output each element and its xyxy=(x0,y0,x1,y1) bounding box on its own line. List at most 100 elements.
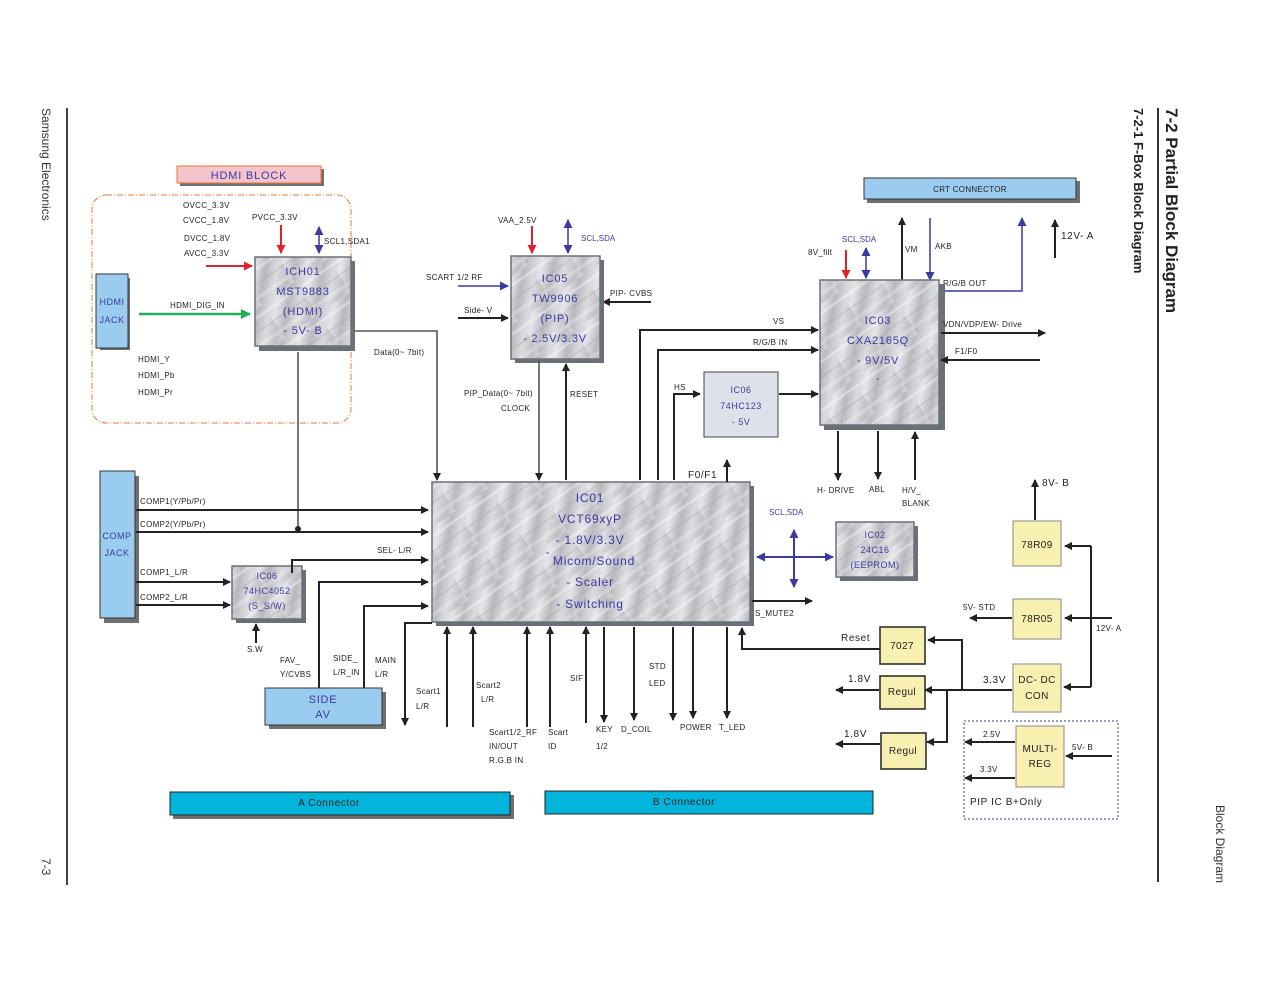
hv-blank-label-1: H/V_ xyxy=(902,486,921,495)
ich01-label-2: MST9883 xyxy=(276,286,329,298)
side-lr-wire xyxy=(363,602,429,688)
vs-label: VS xyxy=(773,317,784,326)
ic06-hs-label-1: IC06 xyxy=(730,385,751,395)
comp1-ypbpr-label: COMP1(Y/Pb/Pr) xyxy=(140,497,206,506)
ic01-dash: - xyxy=(546,545,551,559)
scart-rf-label-2: IN/OUT xyxy=(489,742,518,751)
page-number: 7-3 xyxy=(39,858,53,876)
scart-id-label-1: Scart xyxy=(548,728,569,737)
ic03-label-4: - xyxy=(876,373,880,385)
ic06-74hc4052-chip xyxy=(231,565,303,620)
scart1-label-1: Scart1 xyxy=(416,687,441,696)
hdmi-jack-label-2: JACK xyxy=(99,315,124,325)
8v-filt-label: 8V_filt xyxy=(808,248,833,257)
hdmi-dig-in-label: HDMI_DIG_IN xyxy=(170,301,225,310)
scart1-label-2: L/R xyxy=(416,702,429,711)
hdmi-pb-label: HDMI_Pb xyxy=(138,371,175,380)
ic06-hs-label-3: - 5V xyxy=(732,417,751,427)
ic05-label-4: - 2.5V/3.3V xyxy=(523,333,587,345)
33v-to-regul2 xyxy=(926,690,948,746)
18v-a-label: 1.8V xyxy=(848,674,871,685)
78r05-label: 78R05 xyxy=(1021,614,1053,625)
ic03-bus-label: SCL,SDA xyxy=(842,235,877,244)
reset-to-ic01-wire xyxy=(738,627,882,650)
comp1-lr-label: COMP1_L/R xyxy=(140,568,188,577)
company-name: Samsung Electronics xyxy=(39,108,53,221)
rgb-in-label: R/G/B IN xyxy=(753,338,787,347)
ich01-data-wire xyxy=(355,330,441,481)
dcdc-label-2: CON xyxy=(1025,691,1048,702)
ic05-label-1: IC05 xyxy=(542,273,568,285)
fav-label-2: Y/CVBS xyxy=(280,670,311,679)
pip-note: PIP IC B+Only xyxy=(970,797,1042,808)
18v-b-label: 1.8V xyxy=(844,729,867,740)
multireg-label-2: REG xyxy=(1029,759,1052,770)
scart-rf-label: SCART 1/2 RF xyxy=(426,273,483,282)
hs-label: HS xyxy=(674,383,686,392)
multi-reg xyxy=(1015,725,1065,788)
hdmi-jack xyxy=(95,273,129,349)
regul-1 xyxy=(879,675,926,710)
avcc-label: AVCC_3.3V xyxy=(184,249,230,258)
dc-dc-converter xyxy=(1012,663,1062,713)
akb-label: AKB xyxy=(935,242,952,251)
side-av-label-2: AV xyxy=(315,709,330,721)
multireg-label-1: MULTI- xyxy=(1023,744,1058,755)
ich01-label-1: ICH01 xyxy=(285,266,320,278)
vm-label: VM xyxy=(905,245,918,254)
scart2-label-1: Scart2 xyxy=(476,681,501,690)
78r09-regulator xyxy=(1012,520,1062,567)
ic02-chip xyxy=(835,521,915,578)
5vstd-label: 5V- STD xyxy=(963,603,995,612)
main-lr-label-1: MAIN xyxy=(375,656,396,665)
reset-label: RESET xyxy=(570,390,598,399)
ic02-label-2: 24C16 xyxy=(860,545,889,555)
ich01-chip xyxy=(254,256,352,347)
side-lr-label-1: SIDE_ xyxy=(333,654,358,663)
reset-label-power: Reset xyxy=(841,633,870,644)
dcdc-label-1: DC- DC xyxy=(1018,675,1055,686)
33v-label: 3.3V xyxy=(983,675,1006,686)
ic02-label-3: (EEPROM) xyxy=(851,560,900,570)
ic06-hs-label-2: 74HC123 xyxy=(720,401,762,411)
hdmi-jack-label-1: HDMI xyxy=(100,297,125,307)
hs-wire xyxy=(673,390,701,480)
side-av-box xyxy=(264,687,383,726)
78r05-regulator xyxy=(1012,598,1062,640)
ic06-sw-label-3: (S_S/W) xyxy=(248,601,286,611)
hdmi-y-label: HDMI_Y xyxy=(138,355,170,364)
crt-connector xyxy=(863,177,1077,200)
ic03-label-2: CXA2165Q xyxy=(847,335,909,347)
pip-cvbs-label: PIP- CVBS xyxy=(610,289,652,298)
crt-connector-label: CRT CONNECTOR xyxy=(933,185,1007,194)
d-coil-label: D_COIL xyxy=(621,725,652,734)
hdmi-pr-label: HDMI_Pr xyxy=(138,388,173,397)
page-title: 7-2 Partial Block Diagram xyxy=(1162,108,1181,313)
comp2-ypbpr-label: COMP2(Y/Pb/Pr) xyxy=(140,520,206,529)
sif-label: SIF xyxy=(570,674,583,683)
rgb-out-wire xyxy=(942,217,1027,292)
key-label-1: KEY xyxy=(596,725,613,734)
vs-wire xyxy=(639,326,819,480)
ic01-ic02-bus-label: SCL,SDA xyxy=(769,508,804,517)
ic03-label-1: IC03 xyxy=(865,315,891,327)
ic05-bus-label: SCL,SDA xyxy=(581,234,616,243)
ic01-label-3: - 1.8V/3.3V xyxy=(556,533,625,547)
ic01-label-6: - Switching xyxy=(556,597,624,611)
t-led-label: T_LED xyxy=(719,723,745,732)
f0f1-label: F0/F1 xyxy=(688,470,717,481)
comp-jack xyxy=(99,470,136,619)
comp2-lr-label: COMP2_L/R xyxy=(140,593,188,602)
comp-jack-label-2: JACK xyxy=(104,548,129,558)
ic05-label-2: TW9906 xyxy=(532,293,578,305)
8vb-label: 8V- B xyxy=(1042,478,1069,489)
section-label: Block Diagram xyxy=(1213,805,1227,883)
b-connector-label: B Connector xyxy=(653,797,715,808)
a-connector-label: A Connector xyxy=(298,798,360,809)
sw-control-label: S.W xyxy=(247,645,263,654)
std-led-label-2: LED xyxy=(649,679,665,688)
comp-jack-label-1: COMP xyxy=(103,531,132,541)
sel-lr-wire xyxy=(291,556,429,573)
ovcc-label: OVCC_3.3V xyxy=(183,201,230,210)
fav-label-1: FAV_ xyxy=(280,656,300,665)
